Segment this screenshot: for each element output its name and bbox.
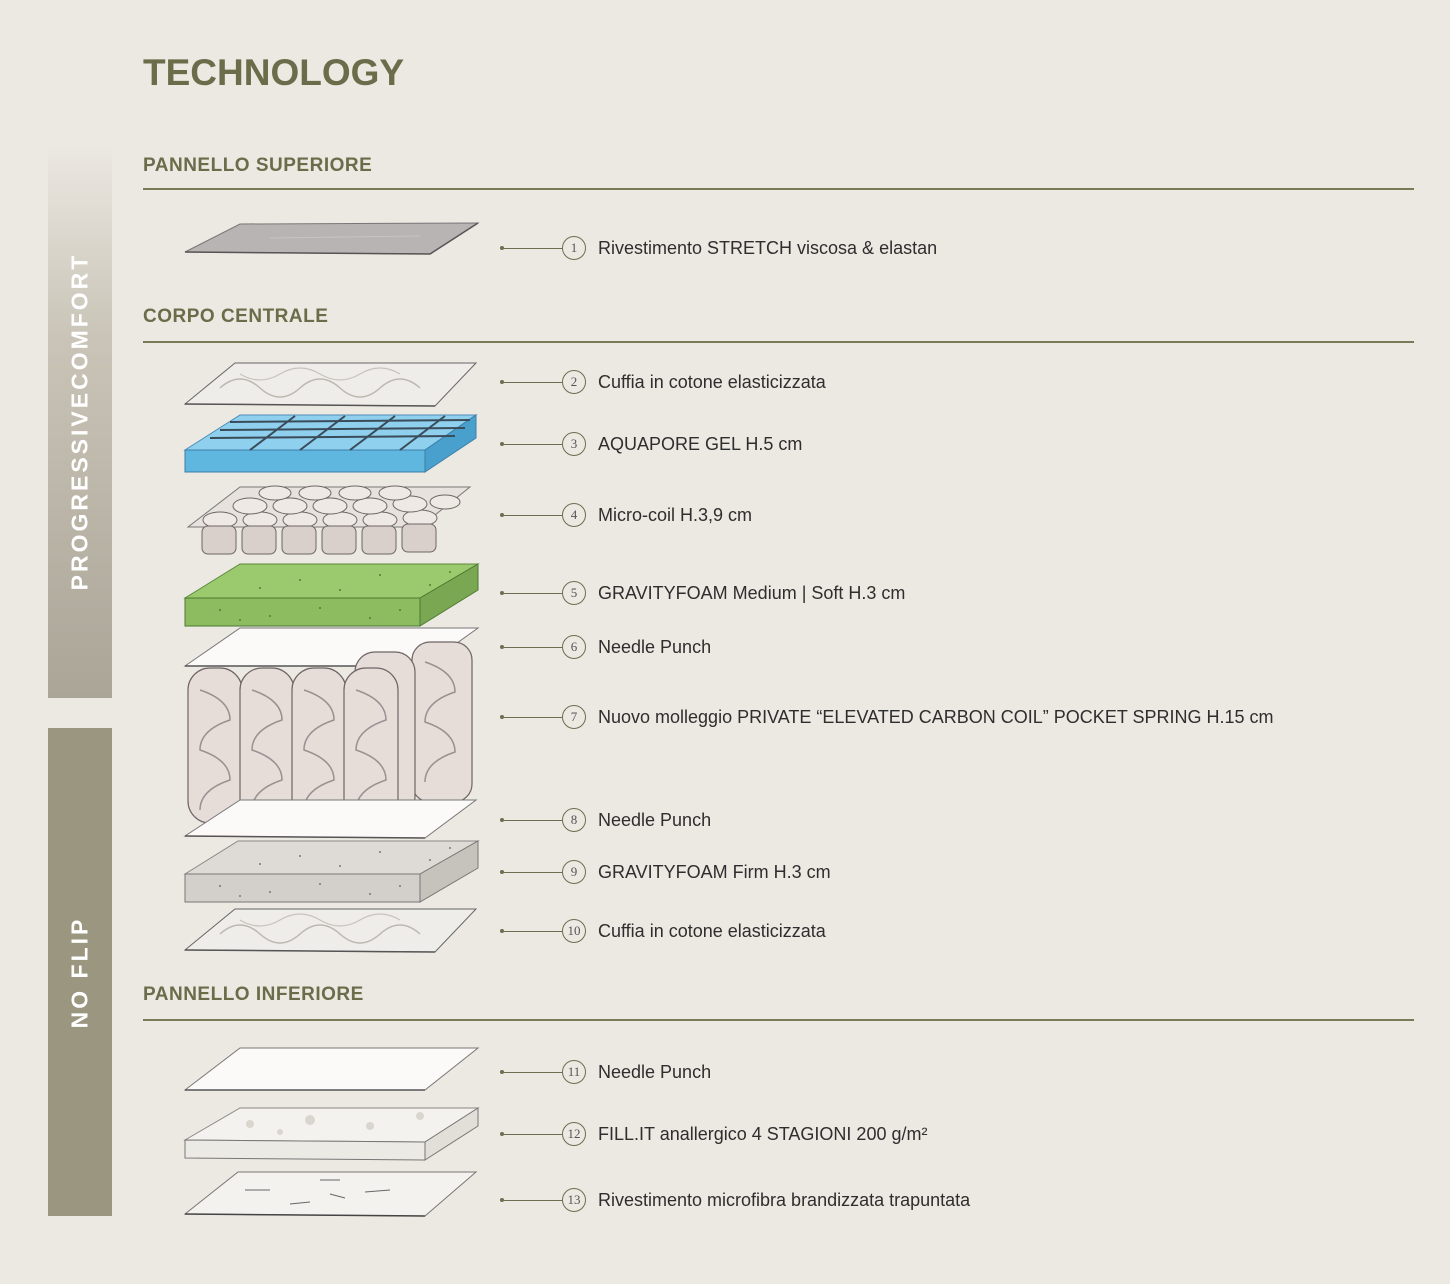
layer-callout: 13 Rivestimento microfibra brandizzata t… [500,1186,970,1214]
layer-callout: 4 Micro-coil H.3,9 cm [500,501,752,529]
layer-label: Rivestimento microfibra brandizzata trap… [598,1189,971,1210]
leader-line [504,716,562,718]
leader-dot [500,442,504,446]
layer-callout: 3 AQUAPORE GEL H.5 cm [500,430,802,458]
leader-line [504,871,562,873]
layer-number-badge: 11 [562,1060,586,1084]
layer-callout: 2 Cuffia in cotone elasticizzata [500,368,826,396]
leader-line [504,1071,562,1073]
layer-number-badge: 1 [562,236,586,260]
layer-label: Nuovo molleggio PRIVATE “ELEVATED CARBON… [598,706,1274,727]
cotton-cap-illustration [183,908,478,953]
section-divider [143,1019,1414,1021]
leader-dot [500,513,504,517]
leader-dot [500,1070,504,1074]
leader-line [504,1133,562,1135]
micro-coil-illustration [186,485,472,555]
leader-dot [500,715,504,719]
layer-label: Cuffia in cotone elasticizzata [598,920,826,941]
no-flip-bar: NO FLIP [48,728,112,1216]
layer-number-badge: 10 [562,919,586,943]
leader-dot [500,929,504,933]
leader-dot [500,246,504,250]
leader-line [504,381,562,383]
layer-number-badge: 9 [562,860,586,884]
layer-number-badge: 13 [562,1188,586,1212]
leader-dot [500,591,504,595]
leader-line [504,247,562,249]
leader-line [504,819,562,821]
stretch-cover-illustration [184,222,480,255]
leader-line [504,443,562,445]
layer-number-badge: 8 [562,808,586,832]
leader-dot [500,1198,504,1202]
layer-label: GRAVITYFOAM Firm H.3 cm [598,861,831,882]
layer-number-badge: 5 [562,581,586,605]
page-title: TECHNOLOGY [143,52,405,93]
leader-dot [500,818,504,822]
section-title-bottom-panel: PANNELLO INFERIORE [143,984,364,1005]
fill-it-illustration [183,1107,480,1161]
layer-number-badge: 7 [562,705,586,729]
leader-dot [500,380,504,384]
layer-label: Cuffia in cotone elasticizzata [598,371,826,392]
layer-label: GRAVITYFOAM Medium | Soft H.3 cm [598,582,906,603]
progressive-comfort-bar: PROGRESSIVECOMFORT [48,145,112,698]
leader-line [504,646,562,648]
layer-label: Needle Punch [598,636,712,657]
layer-callout: 5 GRAVITYFOAM Medium | Soft H.3 cm [500,579,905,607]
layer-callout: 12 FILL.IT anallergico 4 STAGIONI 200 g/… [500,1120,927,1148]
pocket-spring-illustration [187,641,473,824]
layer-callout: 6 Needle Punch [500,633,711,661]
microfibre-cover-illustration [183,1171,478,1217]
section-title-top-panel: PANNELLO SUPERIORE [143,155,373,176]
leader-dot [500,645,504,649]
leader-line [504,514,562,516]
aquapore-gel-illustration [183,414,478,473]
layer-label: AQUAPORE GEL H.5 cm [598,433,803,454]
layer-callout: 11 Needle Punch [500,1058,711,1086]
leader-line [504,592,562,594]
layer-number-badge: 4 [562,503,586,527]
leader-line [504,1199,562,1201]
leader-line [504,930,562,932]
needle-punch-illustration [183,1047,480,1091]
layer-label: Needle Punch [598,809,712,830]
no-flip-label: NO FLIP [66,916,93,1028]
cotton-cap-illustration [183,362,478,407]
layer-label: Micro-coil H.3,9 cm [598,504,753,525]
layer-number-badge: 12 [562,1122,586,1146]
gravityfoam-firm-illustration [183,840,480,903]
layer-callout: 7 Nuovo molleggio PRIVATE “ELEVATED CARB… [500,703,1274,731]
layer-callout: 8 Needle Punch [500,806,711,834]
layer-label: Needle Punch [598,1061,712,1082]
layer-callout: 10 Cuffia in cotone elasticizzata [500,917,826,945]
layer-number-badge: 6 [562,635,586,659]
progressive-comfort-label: PROGRESSIVECOMFORT [66,252,93,591]
layer-label: Rivestimento STRETCH viscosa & elastan [598,237,938,258]
leader-dot [500,870,504,874]
layer-number-badge: 3 [562,432,586,456]
section-divider [143,341,1414,343]
section-divider [143,188,1414,190]
layer-callout: 9 GRAVITYFOAM Firm H.3 cm [500,858,831,886]
gravityfoam-medium-illustration [183,563,480,627]
leader-dot [500,1132,504,1136]
section-title-central-body: CORPO CENTRALE [143,306,329,327]
layer-label: FILL.IT anallergico 4 STAGIONI 200 g/m² [598,1123,928,1144]
needle-punch-illustration [183,799,478,839]
layer-callout: 1 Rivestimento STRETCH viscosa & elastan [500,234,937,262]
layer-number-badge: 2 [562,370,586,394]
